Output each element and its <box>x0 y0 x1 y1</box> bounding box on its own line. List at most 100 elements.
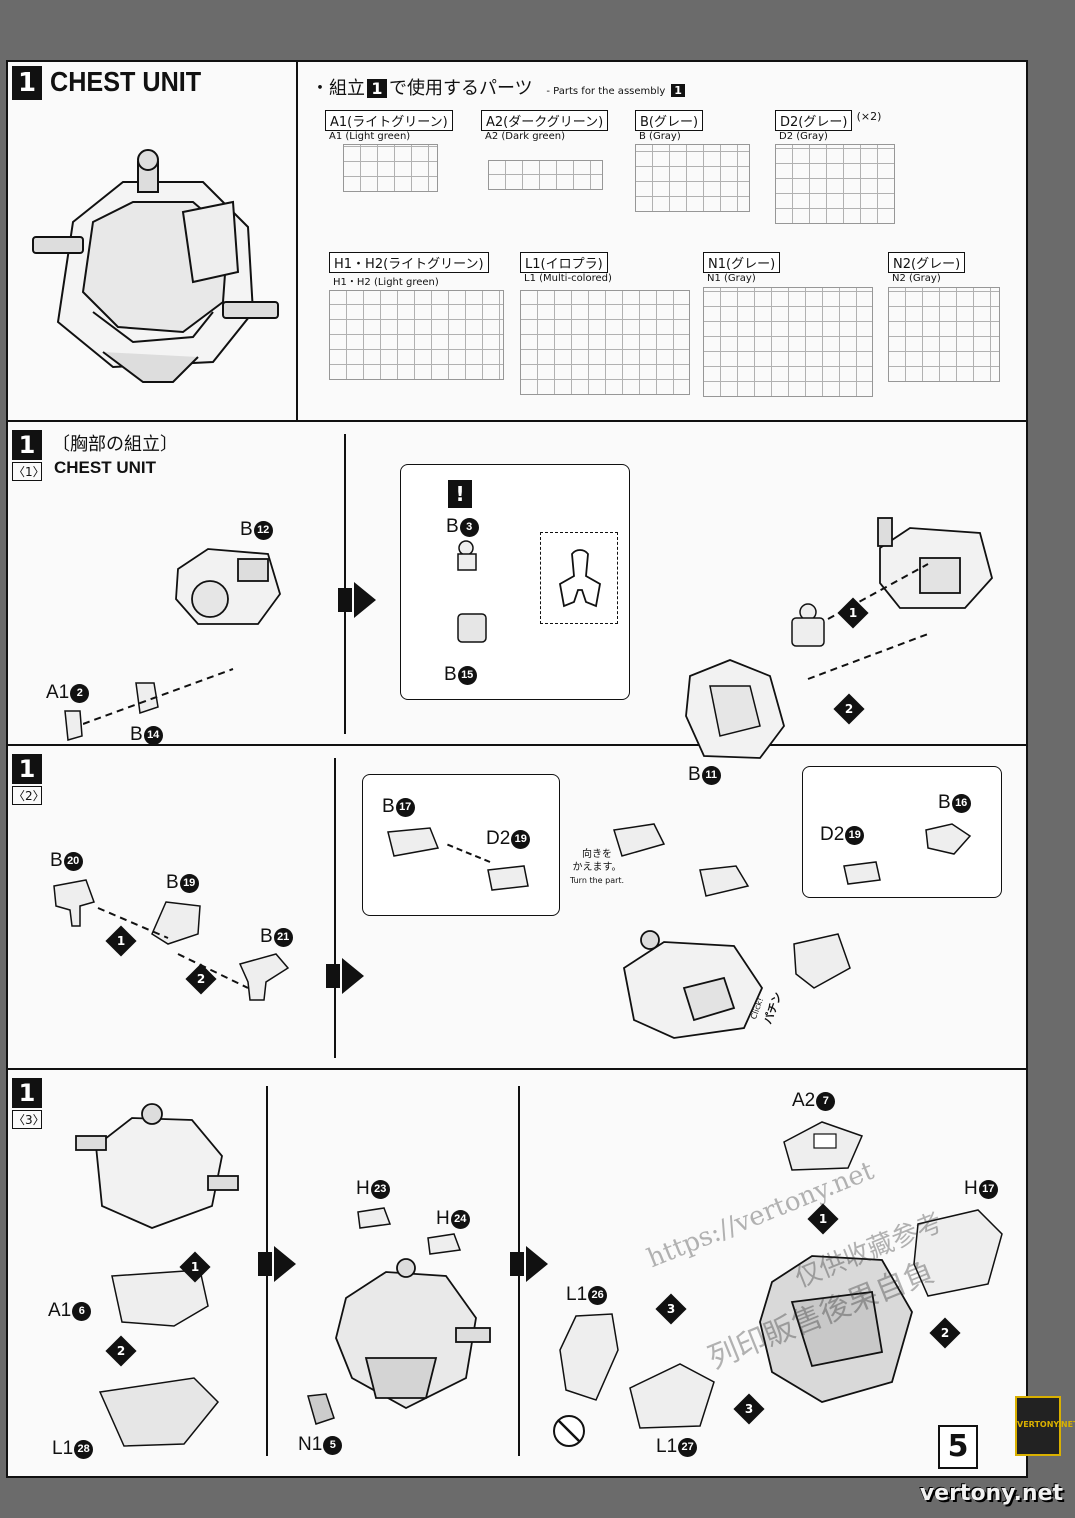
page-title: CHEST UNIT <box>50 66 202 97</box>
part-b15 <box>457 613 487 643</box>
label-b12-num: 12 <box>253 521 273 540</box>
parts-heading-bullet: ・組立 <box>311 78 365 99</box>
part-l1-28 <box>98 1377 220 1447</box>
part-d2-19a <box>487 865 529 891</box>
runner-a1-sprue <box>343 144 438 192</box>
runner-b-sprue <box>635 144 750 212</box>
parts-heading-en: - Parts for the assembly <box>546 86 666 97</box>
step-marker-1: 1 <box>179 1251 211 1283</box>
step-marker-1-label: 1 <box>818 1212 828 1226</box>
runner-h1h2-en: H1・H2 (Light green) <box>333 277 439 288</box>
chest-frame-part <box>175 548 281 625</box>
label-b14-letter: B <box>130 724 143 745</box>
step-marker-1: 1 <box>105 925 137 957</box>
step-marker-2: 2 <box>185 963 217 995</box>
label-d2-19b-num: 19 <box>845 826 865 845</box>
runner-b-en: B (Gray) <box>639 131 681 142</box>
label-h17-num: 17 <box>978 1180 998 1199</box>
runner-h1h2-label: H1・H2(ライトグリーン) H1・H2 (Light green) <box>329 252 489 288</box>
step-marker-2: 2 <box>105 1335 137 1367</box>
part-h24 <box>427 1233 462 1255</box>
label-a1-2-letter: A1 <box>46 682 70 703</box>
page-number: 5 <box>938 1425 978 1469</box>
step-marker-2-label: 2 <box>940 1326 950 1340</box>
label-b19-letter: B <box>166 872 179 893</box>
chest-body-with-shoulders <box>75 1103 239 1229</box>
runner-l1-label: L1(イロプラ) L1 (Multi-colored) <box>520 252 612 284</box>
runner-n2-sprue <box>888 287 1000 382</box>
label-b11-num: 11 <box>701 766 721 785</box>
runner-a2-jp: A2(ダークグリーン) <box>481 110 609 131</box>
small-part-b14 <box>135 682 159 714</box>
no-cut-icon <box>553 1415 585 1447</box>
zoom-part <box>559 549 601 608</box>
step-marker-3a-label: 3 <box>666 1302 676 1316</box>
next-arrow-1 <box>258 1246 296 1282</box>
warning-icon: ! <box>448 480 472 508</box>
part-b3 <box>457 540 477 571</box>
step-marker-2: 2 <box>929 1317 961 1349</box>
step-1-2-sub: 〈2〉 <box>12 786 45 805</box>
label-l1-26-letter: L1 <box>566 1284 588 1305</box>
next-arrow-2 <box>510 1246 548 1282</box>
part-b19 <box>151 901 201 945</box>
label-b15-num: 15 <box>457 666 477 685</box>
part-n1-5 <box>307 1393 335 1425</box>
runner-a1-label: A1(ライトグリーン) A1 (Light green) <box>325 110 453 142</box>
label-h23-letter: H <box>356 1178 370 1199</box>
chest-assembly-full <box>335 1258 491 1410</box>
label-b14-num: 14 <box>143 726 163 745</box>
parts-heading-badge: 1 <box>367 79 387 98</box>
arrow-d2-to-b17 <box>445 843 491 863</box>
part-b20 <box>53 879 95 927</box>
label-h17-letter: H <box>964 1178 978 1199</box>
step-marker-2-label: 2 <box>116 1344 126 1358</box>
label-h24-letter: H <box>436 1208 450 1229</box>
parts-heading-jp: で使用するパーツ <box>389 78 533 99</box>
part-b11 <box>685 659 785 759</box>
label-l1-27-num: 27 <box>678 1438 698 1457</box>
runner-n1-label: N1(グレー) N1 (Gray) <box>703 252 781 284</box>
step-marker-1-label: 1 <box>848 606 858 620</box>
label-b19-num: 19 <box>179 874 199 893</box>
runner-d2-mult: (×2) <box>856 110 882 123</box>
step-marker-2-label: 2 <box>196 972 206 986</box>
part-l1-26 <box>559 1313 619 1401</box>
step-1-1-title-jp: 〔胸部の組立〕 <box>52 434 178 455</box>
label-b3-num: 3 <box>459 518 479 537</box>
small-part-a1-2 <box>64 710 83 741</box>
label-b16-num: 16 <box>951 794 971 813</box>
part-b17-assembled <box>613 823 666 857</box>
label-b17-num: 17 <box>395 798 415 817</box>
runner-a1-en: A1 (Light green) <box>329 131 411 142</box>
part-b3-assembled <box>791 603 825 647</box>
part-b16-assembled <box>699 865 750 897</box>
chest-final-assembly <box>759 1255 913 1403</box>
label-b11-letter: B <box>688 764 701 785</box>
zoom-inset <box>540 532 618 624</box>
label-a1-6-num: 6 <box>72 1302 92 1321</box>
step-marker-1-label: 1 <box>116 934 126 948</box>
label-b17-letter: B <box>382 796 395 817</box>
part-b16 <box>925 823 972 855</box>
runner-n2-en: N2 (Gray) <box>892 273 941 284</box>
step-marker-3b-label: 3 <box>744 1402 754 1416</box>
runner-n2-jp: N2(グレー) <box>888 252 966 273</box>
